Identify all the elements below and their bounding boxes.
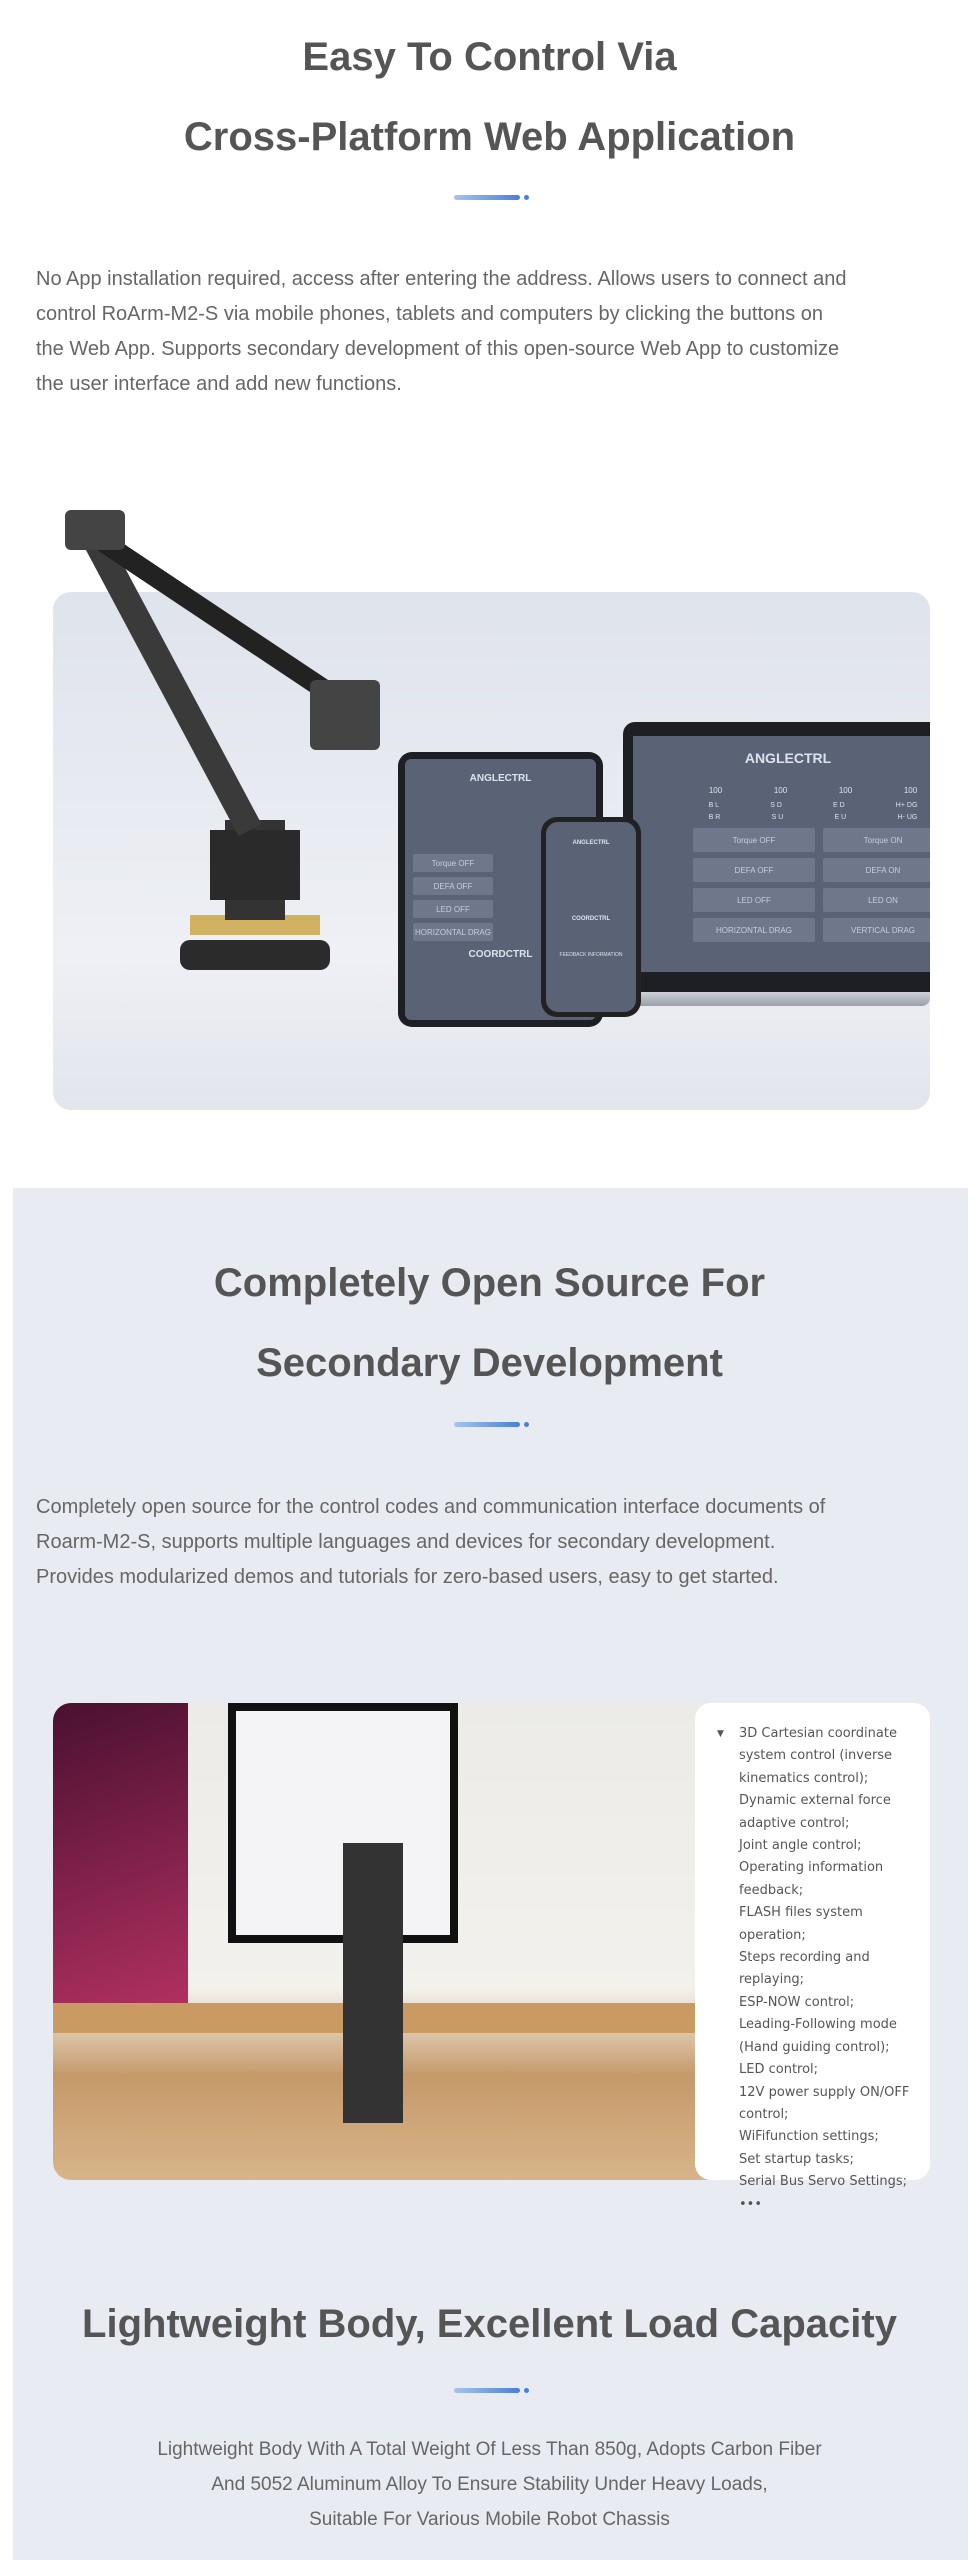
section1-title-line1: Easy To Control Via [302,35,677,79]
laptop-mockup: ANGLECTRL Torque OFF Torque ON DEFA OFF … [623,722,930,992]
phone-feedback: FEEDBACK INFORMATION [559,952,623,958]
feature-item: Leading-Following mode (Hand guiding con… [739,2017,897,2055]
tablet-button: DEFA OFF [413,877,493,895]
tablet-subheader: COORDCTRL [468,949,533,960]
laptop-base [593,992,930,1006]
laptop-button: LED ON [823,888,930,912]
paragraph-line: Provides modularized demos and tutorials… [36,1566,779,1588]
robot-arm-illustration [65,510,380,970]
section-divider [454,195,530,201]
joint-value: 100 [838,786,853,795]
feature-item: Joint angle control; [739,1838,862,1854]
feature-item: Set startup tasks; [739,2151,854,2167]
feature-item: Dynamic external force adaptive control; [739,1793,891,1831]
paragraph-line: Completely open source for the control c… [36,1496,826,1518]
section2-title-line1: Completely Open Source For [213,1261,766,1305]
laptop-button: LED OFF [693,888,815,912]
paragraph-line: No App installation required, access aft… [36,268,847,290]
phone-mockup: ANGLECTRL COORDCTRL FEEDBACK INFORMATION [541,817,641,1017]
section-divider [454,2388,530,2394]
section1-paragraph: No App installation required, access aft… [36,262,956,402]
laptop-button: DEFA ON [823,858,930,882]
robot-arm-mount [343,1843,403,2123]
section3-paragraph: Lightweight Body With A Total Weight Of … [0,2432,979,2537]
joint-value: 100 [773,786,788,795]
phone-subheader: COORDCTRL [571,916,611,922]
joint-button: E U [834,814,847,821]
laptop-header: ANGLECTRL [744,750,832,766]
web-app-devices-image: ANGLECTRL Torque OFF DEFA OFF LED OFF HO… [53,592,930,1110]
paragraph-line: Roarm-M2-S, supports multiple languages … [36,1531,776,1553]
feature-item: LED control; [739,2062,819,2078]
feature-item: Serial Bus Servo Settings; [739,2174,908,2190]
paragraph-line: control RoArm-M2-S via mobile phones, ta… [36,303,824,325]
feature-item: Operating information feedback; [739,1860,884,1898]
laptop-button: Torque OFF [693,828,815,852]
section2-title-line2: Secondary Development [256,1341,723,1385]
laptop-button: DEFA OFF [693,858,815,882]
paragraph-line: the Web App. Supports secondary developm… [36,338,840,360]
laptop-button: HORIZONTAL DRAG [693,918,815,942]
feature-item: FLASH files system operation; [739,1905,863,1943]
joint-button: H- UG [897,814,918,821]
section3-title: Lightweight Body, Excellent Load Capacit… [82,2302,897,2346]
feature-item: 12V power supply ON/OFF control; [739,2084,910,2122]
triangle-down-icon: ▼ [717,1729,724,1739]
tablet-button: LED OFF [413,900,493,918]
section1-title-line2: Cross-Platform Web Application [183,115,796,159]
joint-button: S D [770,802,782,809]
section-divider [454,1422,530,1428]
feature-item: Steps recording and replaying; [739,1950,870,1988]
phone-header: ANGLECTRL [572,840,610,846]
tablet-button: HORIZONTAL DRAG [413,923,493,941]
feature-item: WiFifunction settings; [739,2129,879,2145]
joint-value: 100 [903,786,918,795]
tablet-button: Torque OFF [413,854,493,872]
joint-button: H+ DG [895,802,918,809]
joint-value: 100 [708,786,723,795]
paragraph-line: Lightweight Body With A Total Weight Of … [157,2439,822,2460]
laptop-button: Torque ON [823,828,930,852]
section2-paragraph: Completely open source for the control c… [36,1490,956,1595]
paragraph-line: the user interface and add new functions… [36,373,402,395]
feature-list-panel: ▼3D Cartesian coordinate system control … [695,1703,930,2212]
paragraph-line: Suitable For Various Mobile Robot Chassi… [309,2509,670,2530]
joint-button: E D [833,802,845,809]
terminal-monitor [53,1703,188,2003]
tablet-header: ANGLECTRL [469,773,532,784]
joint-button: S U [771,814,784,821]
joint-button: B R [708,814,721,821]
laptop-button: VERTICAL DRAG [823,918,930,942]
paragraph-line: And 5052 Aluminum Alloy To Ensure Stabil… [211,2474,768,2495]
feature-item: ESP-NOW control; [739,1994,855,2010]
joint-button: B L [708,802,720,809]
feature-item: ▼3D Cartesian coordinate system control … [717,1723,930,1790]
more-ellipsis: ••• [739,2196,763,2212]
